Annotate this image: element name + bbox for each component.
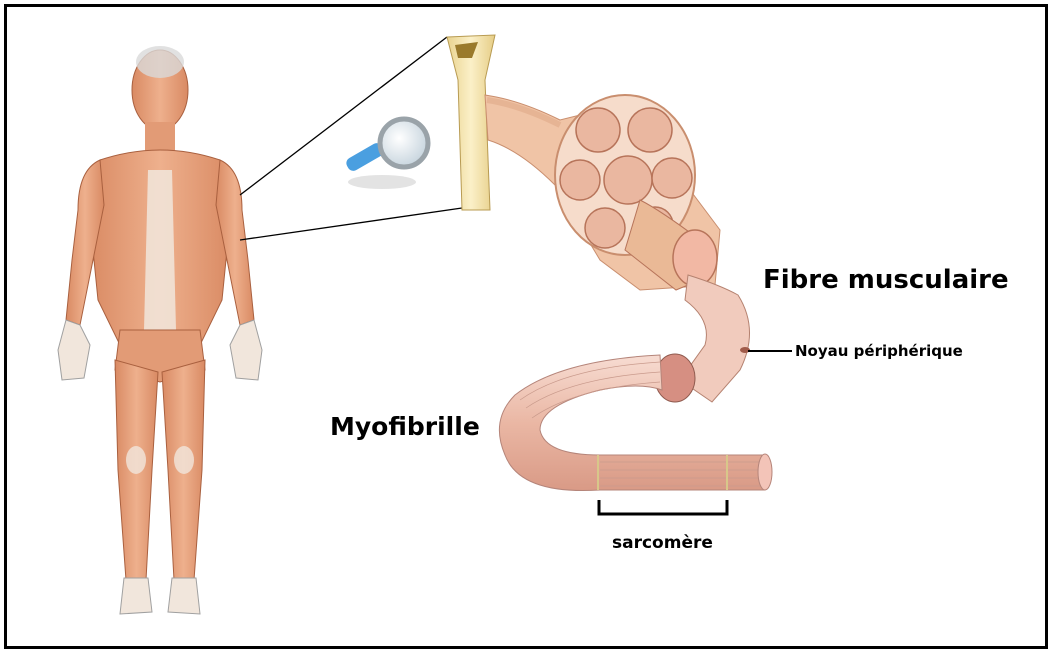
zoom-line-bottom <box>240 208 462 240</box>
human-muscle-figure <box>58 46 262 614</box>
zoom-line-top <box>240 37 447 195</box>
label-noyau-peripherique: Noyau périphérique <box>795 342 963 360</box>
label-sarcomere: sarcomère <box>612 533 713 553</box>
label-myofibrille: Myofibrille <box>330 412 480 441</box>
sarcomere-bracket <box>599 500 727 514</box>
magnifying-glass-icon <box>344 119 428 189</box>
muscle-belly <box>485 95 720 290</box>
muscle-fiber <box>655 275 750 402</box>
label-fibre-musculaire: Fibre musculaire <box>763 265 1009 295</box>
